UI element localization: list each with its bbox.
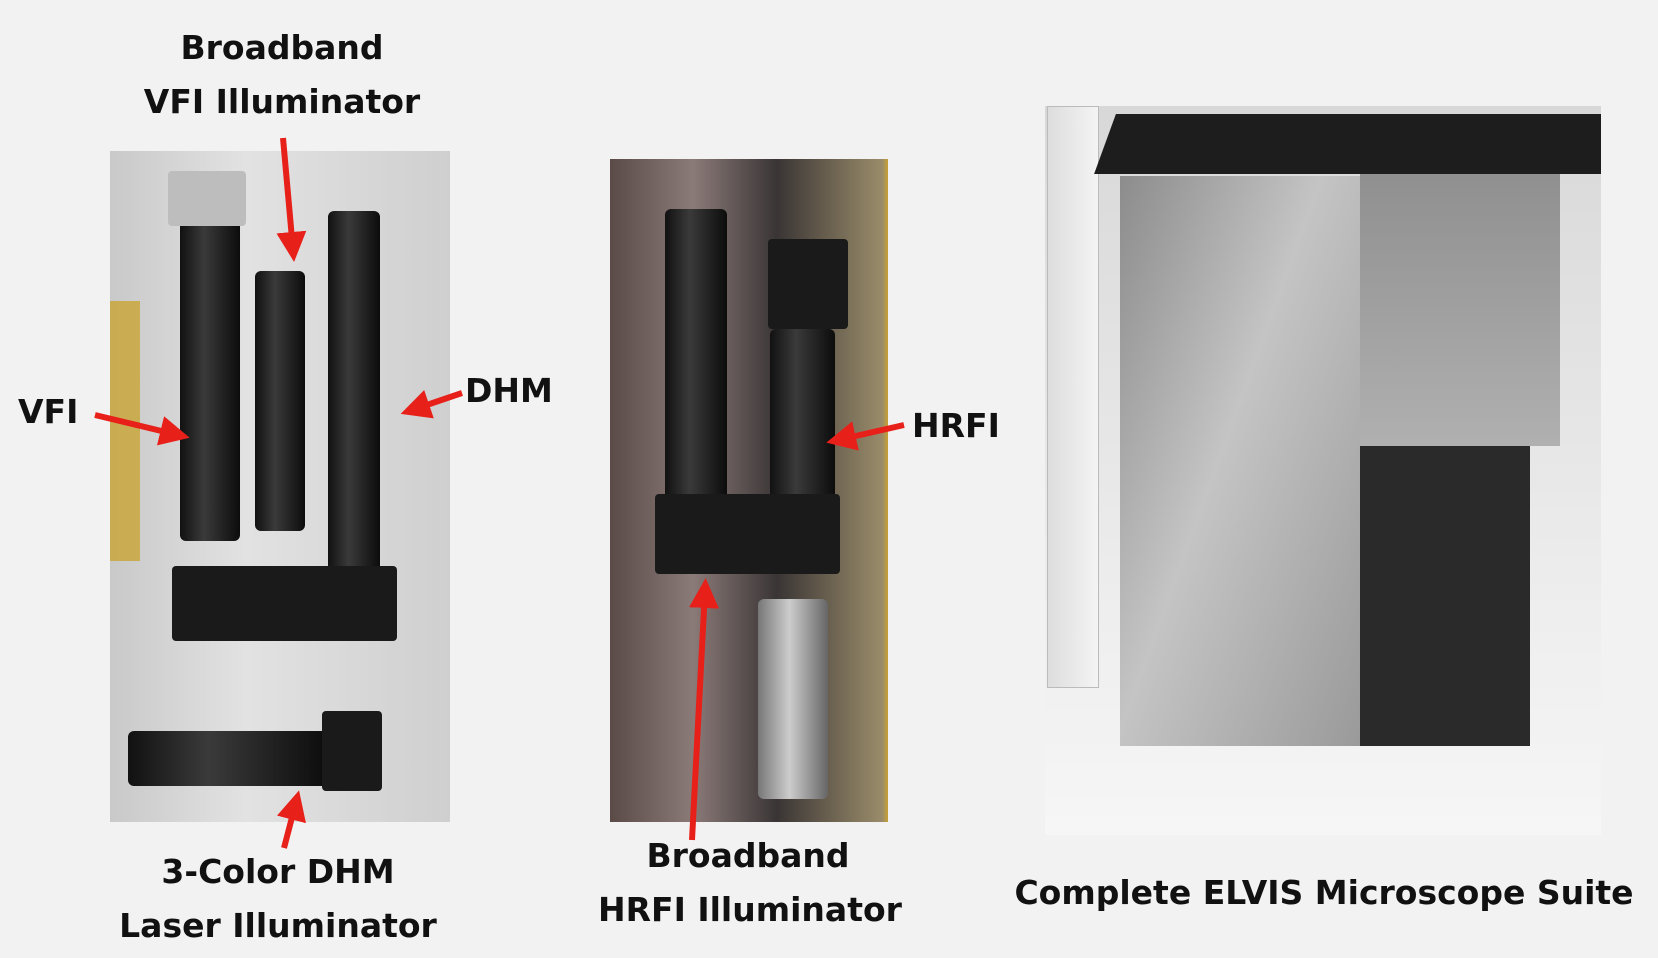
ruler [1047,106,1099,688]
open-compartment [1360,446,1530,746]
label-line: VFI Illuminator [143,82,421,121]
photo-vfi-dhm-assembly [110,151,450,822]
enclosure-front-panel [1360,126,1560,446]
cube-mounts [172,566,397,641]
vfi-camera [168,171,246,226]
label-line: Laser Illuminator [119,906,437,945]
vfi-illuminator-tube [255,271,305,531]
fiber-tape [110,301,140,561]
laser-cube [322,711,382,791]
label-line: HRFI Illuminator [598,890,902,929]
photo-hrfi-assembly [610,159,888,822]
broadband-hrfi-tube [665,209,727,539]
label-line: Broadband [180,28,384,67]
hrfi-tube [770,329,835,499]
laser-illuminator-tube [128,731,328,786]
caption-complete-elvis-suite: Complete ELVIS Microscope Suite [1014,873,1634,912]
label-broadband-hrfi-illuminator: Broadband HRFI Illuminator [598,829,902,937]
enclosure-lid [1094,114,1601,174]
label-3color-dhm-laser-illuminator: 3-Color DHM Laser Illuminator [118,845,438,953]
label-broadband-vfi-illuminator: Broadband VFI Illuminator [142,21,422,129]
enclosure-side-panel [1120,176,1360,746]
hrfi-camera [768,239,848,329]
objective-lens [758,599,828,799]
label-vfi: VFI [18,392,79,431]
dhm-tube [328,211,380,631]
hrfi-cubes [655,494,840,574]
label-hrfi: HRFI [912,406,1000,445]
photo-complete-elvis-suite [1045,106,1601,835]
vfi-tube [180,221,240,541]
label-dhm: DHM [465,371,553,410]
label-line: 3-Color DHM [161,852,395,891]
label-line: Broadband [646,836,850,875]
